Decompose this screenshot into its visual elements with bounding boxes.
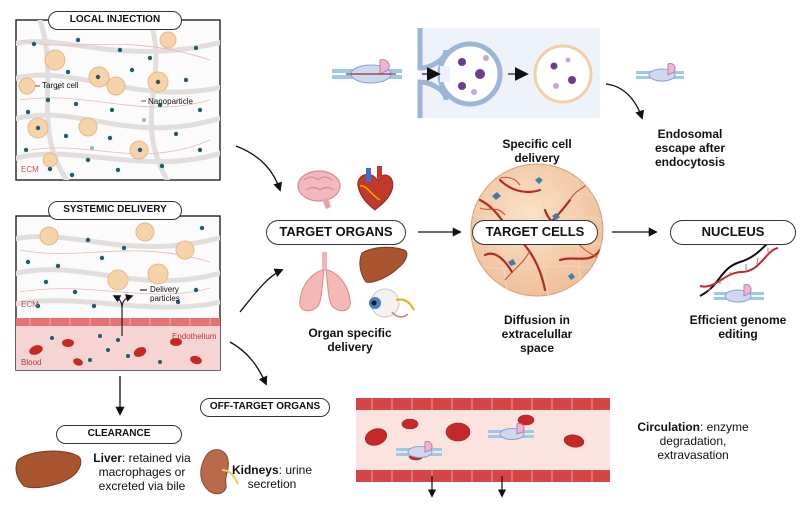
kidney-clearance-note: Kidneys: urine secretion (226, 463, 318, 491)
caption-line: Diffusion in (504, 313, 570, 327)
delivery-particles-label-1: Delivery (150, 285, 179, 294)
local-injection-panel (15, 19, 221, 181)
eye-icon (369, 288, 415, 318)
kidney-text: secretion (247, 477, 297, 491)
liver-text: macrophages or (98, 465, 186, 479)
flow-arrows (115, 83, 658, 416)
caption-line: delivery (514, 151, 560, 165)
liver-text: excreted via bile (98, 479, 186, 493)
dna-helix-icon (699, 235, 779, 303)
caption-line: Efficient genome (689, 313, 787, 327)
systemic-delivery-title: SYSTEMIC DELIVERY (48, 201, 182, 220)
caption-line: escape after (654, 141, 726, 155)
systemic-cells (39, 222, 195, 291)
circulation-text: degradation, (659, 434, 727, 448)
systemic-delivery-panel (15, 215, 221, 371)
liver-bold-label: Liver (93, 451, 122, 465)
local-injection-title: LOCAL INJECTION (48, 11, 182, 30)
specific-cell-delivery-caption: Specific cell delivery (468, 137, 606, 165)
caption-line: endocytosis (654, 155, 726, 169)
delivery-particles-label-2: particles (150, 294, 180, 303)
ecm-fibers (16, 20, 220, 180)
brain-icon (297, 170, 341, 209)
endosomal-escape-caption: Endosomal escape after endocytosis (630, 127, 750, 169)
endothelium-label: Endothelium (172, 332, 217, 341)
blood-vessel (356, 398, 610, 498)
kidney-icon (200, 449, 239, 495)
heart-icon (357, 166, 394, 211)
nanoparticle-label: Nanoparticle (148, 97, 193, 106)
nucleus-stage: NUCLEUS (670, 220, 796, 245)
nanoparticles (23, 37, 203, 178)
rnp-complex-left (332, 59, 402, 84)
systemic-particles (25, 225, 205, 364)
caption-line: space (519, 341, 555, 355)
target-cell-label: Target cell (42, 81, 79, 90)
caption-line: Specific cell (502, 137, 572, 151)
organ-specific-delivery-caption: Organ specific delivery (290, 326, 410, 354)
ecm-label-local: ECM (21, 165, 39, 174)
ecm-label-systemic: ECM (21, 300, 39, 309)
liver-text: : retained via (121, 451, 191, 465)
caption-line: extracelullar (501, 327, 573, 341)
kidney-bold-label: Kidneys (231, 463, 279, 477)
circulation-note: Circulation: enzyme degradation, extrava… (626, 420, 760, 462)
circulation-text: : enzyme (699, 420, 749, 434)
target-cells-stage: TARGET CELLS (472, 220, 598, 245)
target-cells (18, 31, 177, 168)
clearance-title: CLEARANCE (56, 425, 182, 444)
caption-line: Endosomal (657, 127, 723, 141)
genome-editing-caption: Efficient genome editing (676, 313, 800, 341)
clearance-liver-icon (15, 450, 82, 489)
endocytosis-inset (417, 28, 600, 118)
caption-line: delivery (327, 340, 373, 354)
circulation-bold-label: Circulation (637, 420, 700, 434)
vessel-rnp (396, 423, 534, 458)
off-target-organs-title: OFF-TARGET ORGANS (200, 398, 330, 417)
lungs-icon (299, 252, 351, 312)
rnp-complex-right (636, 63, 684, 82)
blood-label: Blood (21, 358, 42, 367)
caption-line: editing (718, 327, 758, 341)
target-organs-stage: TARGET ORGANS (266, 220, 406, 245)
diffusion-caption: Diffusion in extracelullar space (470, 313, 604, 355)
circulation-text: extravasation (657, 448, 729, 462)
kidney-text: : urine (278, 463, 313, 477)
liver-clearance-note: Liver: retained via macrophages or excre… (84, 451, 200, 493)
caption-line: Organ specific (308, 326, 392, 340)
liver-icon (359, 246, 408, 283)
